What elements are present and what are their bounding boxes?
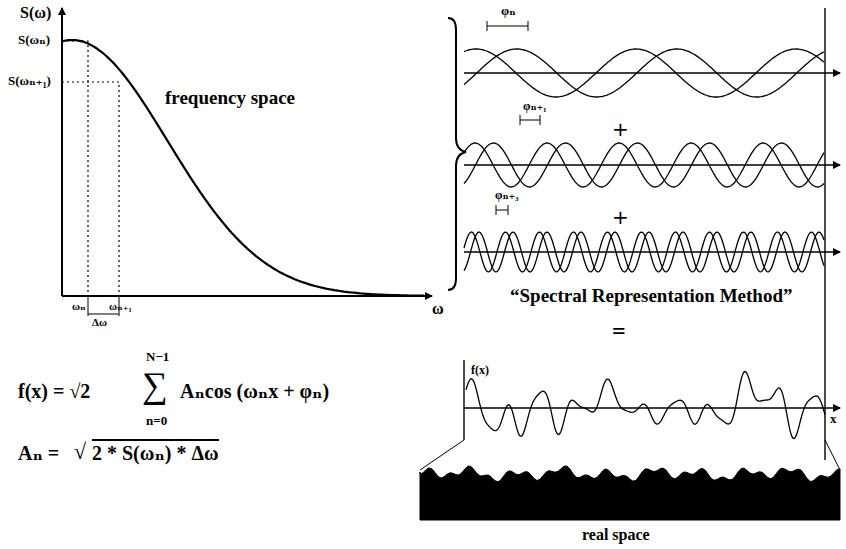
sum-symbol: ∑ [142,366,168,406]
region-label: real space [582,526,650,544]
formula: 2 * S(ωₙ) * Δω [92,439,219,464]
summed-signal [466,372,825,439]
shifted-cosine-wave [464,143,824,187]
sum-limit: n=0 [146,414,167,428]
perspective-lines [420,440,840,470]
shifted-cosine-wave [464,232,824,272]
formula: f(x) = √2 [18,380,90,402]
value-label: S(ωₙ) [18,33,50,47]
interval-label: Δω [92,316,107,328]
axis-label: x [830,412,837,426]
phase-label: φₙ [500,4,517,18]
phase-label: φₙ₊₃ [494,189,520,202]
plus-sign: + [612,206,629,228]
spectrum-axes [62,8,432,296]
sum-limit: N−1 [146,350,169,364]
phase-label: φₙ₊₁ [522,100,548,113]
axis-label: f(x) [470,364,490,377]
wave-axes [464,8,840,460]
tick-label: ωₙ [72,300,86,312]
equals-sign: = [612,318,626,344]
axis-label: ω [432,300,444,318]
cosine-wave [464,232,824,272]
cosine-wave [464,49,824,97]
cosine-wave [464,143,824,187]
rough-surface [420,466,840,520]
plus-sign: + [612,118,629,140]
method-title: “Spectral Representation Method” [510,286,793,307]
formula: Aₙcos (ωₙx + φₙ) [180,380,329,402]
radical-sign: √ [74,440,86,464]
value-label: S(ωₙ₊₁) [8,74,51,88]
shifted-cosine-wave [464,49,824,97]
formula: Aₙ = [18,442,59,464]
dotted-guides [62,41,119,296]
region-label: frequency space [165,88,295,109]
spectral-curve [62,40,424,296]
curly-bracket [448,18,466,290]
axis-label: S(ω) [20,4,51,22]
tick-label: ωₙ₊₁ [109,300,132,312]
